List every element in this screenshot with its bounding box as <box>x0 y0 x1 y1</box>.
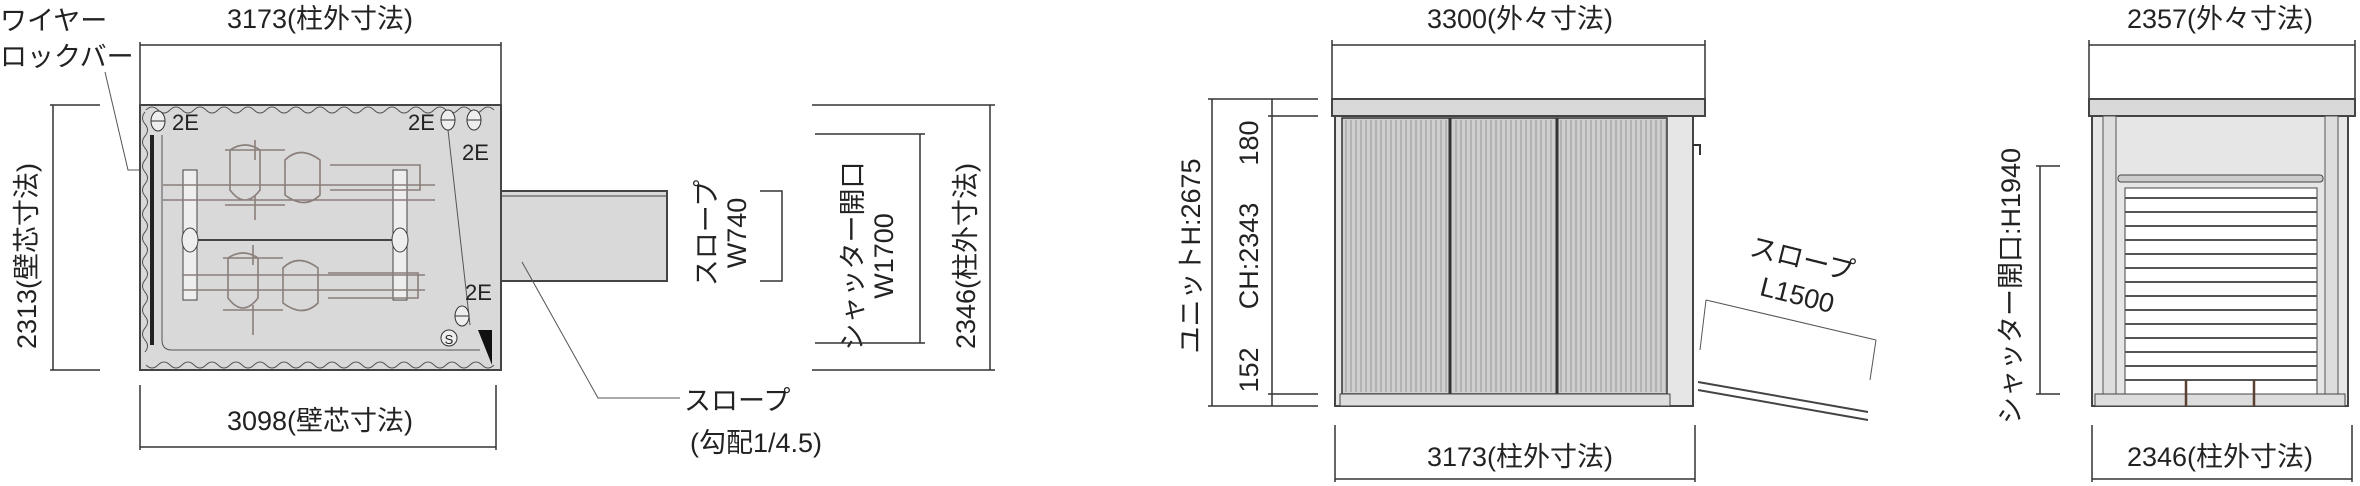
plan-left-wall <box>142 111 148 353</box>
rack-joint-left <box>181 227 199 253</box>
plan-right-dim-line <box>812 104 995 371</box>
slope-width-label-2: W740 <box>722 198 752 269</box>
outlet-icon <box>440 109 456 131</box>
plan-top-wall <box>145 106 495 114</box>
front-bottom-dim-line <box>1334 425 1696 482</box>
front-bottom-dimension: 3173(柱外寸法) <box>1427 442 1613 472</box>
plan-bottom-dimension: 3098(壁芯寸法) <box>227 406 413 436</box>
unit-height-dim-line <box>1208 98 1318 407</box>
plan-bottom-wall <box>145 361 495 369</box>
shutter-box-icon <box>478 330 492 365</box>
motorcycle-icon <box>183 245 425 335</box>
slope-width-dim-line <box>760 190 783 282</box>
outlet-label: 2E <box>172 110 199 135</box>
shutter-slats <box>2125 197 2317 381</box>
motorcycle-icon <box>163 140 435 220</box>
shutter-width-label-2: W1700 <box>869 213 899 299</box>
slope-note-2: (勾配1/4.5) <box>690 428 822 458</box>
side-top-dim-line <box>2088 40 2356 105</box>
plan-bottom-dim-line <box>139 385 497 450</box>
switch-label: S <box>445 332 454 347</box>
slope-length-dim-line <box>1699 299 1877 381</box>
side-pillar-right <box>2324 115 2339 395</box>
plan-top-dimension: 3173(柱外寸法) <box>227 4 413 34</box>
side-pillar-left <box>2102 115 2117 395</box>
front-fixture <box>1693 144 1701 155</box>
plan-left-dimension: 2313(壁芯寸法) <box>12 163 42 349</box>
side-bottom-dim-line <box>2091 425 2353 482</box>
outlet-icon <box>150 110 166 132</box>
plan-left-dim-line <box>50 104 100 371</box>
side-roof <box>2088 98 2356 117</box>
side-top-dimension: 2357(外々寸法) <box>2127 4 2313 34</box>
wiring-line <box>161 135 480 351</box>
ceiling-height-dim-line <box>1268 99 1318 406</box>
outlet-icon <box>466 109 482 131</box>
wire-lock-bar-label-1: ワイヤー <box>0 6 107 36</box>
top-gap-label: 180 <box>1234 120 1264 165</box>
front-roof <box>1331 98 1706 117</box>
shutter-height-label: シャッター開口:H1940 <box>1996 148 2026 424</box>
side-view: 2357(外々寸法) シャッター開口:H1940 2346(柱外寸法) <box>1996 4 2356 482</box>
wiring-line-right <box>447 129 471 326</box>
shutter-width-label-1: シャッター開口 <box>838 162 868 351</box>
plan-right-dimension: 2346(柱外寸法) <box>951 163 981 349</box>
plan-top-dim-line <box>139 42 502 105</box>
panel-joint <box>1448 118 1559 394</box>
front-view: 3300(外々寸法) スロープ L1500 ユニットH:2675 CH:2343… <box>1176 4 1877 482</box>
wire-lock-bar-label-2: ロックバー <box>0 42 134 72</box>
wall-ribs <box>1345 120 1667 392</box>
front-top-dim-line <box>1331 40 1706 105</box>
outlet-label: 2E <box>465 280 492 305</box>
shutter-case <box>2117 174 2324 183</box>
plan-view: 3173(柱外寸法) ワイヤー ロックバー 2313(壁芯寸法) 2E 2E <box>0 4 995 458</box>
unit-height-label: ユニットH:2675 <box>1176 158 1206 353</box>
bottom-gap-label: 152 <box>1234 347 1264 392</box>
front-top-dimension: 3300(外々寸法) <box>1427 4 1613 34</box>
ceiling-height-label: CH:2343 <box>1234 203 1264 310</box>
side-base <box>2094 393 2346 407</box>
rack-joint-right <box>391 227 409 253</box>
shutter-height-dim-line <box>2036 165 2060 395</box>
shutter-width-dim-line <box>815 133 925 344</box>
switch-icon <box>440 329 458 347</box>
slope-width-label-1: スロープ <box>692 180 722 286</box>
plan-slope <box>500 190 668 282</box>
outlet-label: 2E <box>462 140 489 165</box>
shutter <box>2124 187 2318 395</box>
outlet-icon <box>454 305 470 327</box>
shutter-handle <box>2184 380 2256 406</box>
wire-lock-bar <box>150 135 154 345</box>
plan-floor <box>139 104 502 371</box>
slope-leader-line <box>521 261 680 399</box>
side-bottom-dimension: 2346(柱外寸法) <box>2127 442 2313 472</box>
front-base <box>1339 393 1671 407</box>
front-slope <box>1697 381 1869 421</box>
slope-note-1: スロープ <box>684 386 790 416</box>
outlet-label: 2E <box>408 110 435 135</box>
